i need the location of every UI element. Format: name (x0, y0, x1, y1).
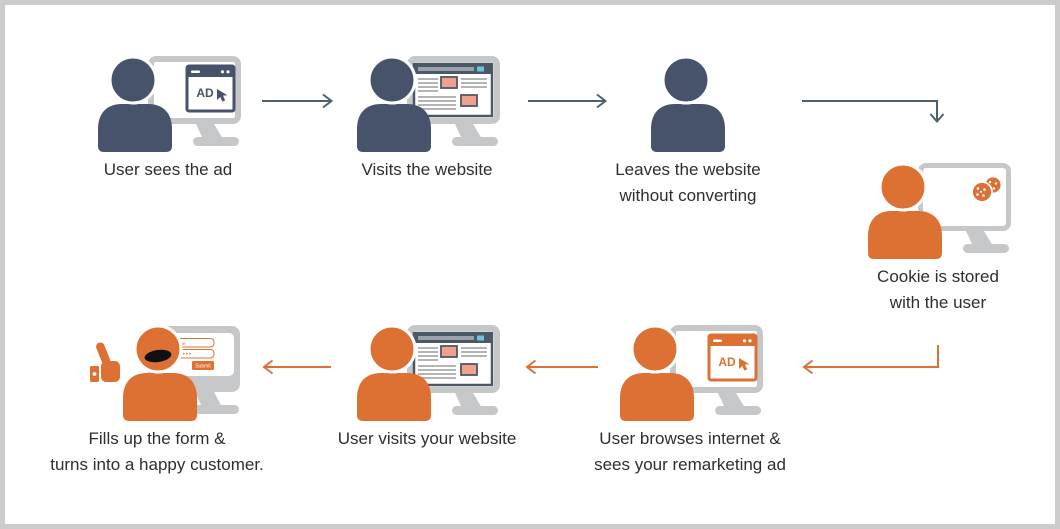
smile-mouth (144, 349, 171, 363)
cookies-icon (971, 175, 1003, 203)
form-submit-button-text: Submit (195, 363, 211, 369)
flow-arrow-left-1 (525, 359, 598, 375)
step-label: User browses internet & sees your remark… (594, 429, 786, 474)
step-visits-website: Visits the website (292, 53, 562, 183)
user-with-website-monitor-icon (357, 55, 500, 152)
flow-arrow-left-2 (262, 359, 331, 375)
step-label: Visits the website (361, 160, 493, 179)
user-icon (620, 324, 694, 421)
step-happy-customer: Name •••••• Submit Fills up the form & t… (22, 322, 292, 478)
user-icon (357, 55, 431, 152)
webpage-icon (412, 331, 494, 387)
happy-user-icon (122, 324, 197, 421)
cursor-icon (217, 89, 228, 102)
step-label: Leaves the website without converting (615, 160, 761, 205)
ad-window-icon: AD (185, 64, 236, 113)
step-visits-your-website: User visits your website (292, 322, 562, 452)
step-cookie-stored: Cookie is stored with the user (803, 160, 1055, 316)
form-password-field-text: •••••• (173, 352, 192, 358)
step-leaves-website: Leaves the website without converting (553, 53, 823, 209)
flow-arrow-elbow-down (802, 100, 945, 124)
step-sees-remarketing-ad: AD User browses internet & sees your rem… (555, 322, 825, 478)
thumbs-up-icon (89, 342, 120, 382)
ad-window-icon: AD (707, 333, 758, 382)
user-icon (868, 162, 942, 259)
user-with-website-monitor-icon (357, 324, 500, 421)
user-with-ad-monitor-icon: AD (98, 55, 241, 152)
step-label: Cookie is stored with the user (877, 267, 999, 312)
user-icon (651, 55, 725, 152)
webpage-icon (412, 62, 494, 118)
step-label: User visits your website (337, 429, 517, 448)
user-icon (651, 55, 725, 152)
user-icon (98, 55, 172, 152)
ad-text: AD (196, 86, 214, 100)
user-with-cookie-monitor-icon (868, 162, 1011, 259)
flow-arrow-right-1 (262, 93, 334, 109)
flow-arrow-elbow-left (802, 345, 939, 375)
happy-user-with-form-monitor-icon: Name •••••• Submit (89, 324, 240, 421)
step-label: Fills up the form & turns into a happy c… (50, 429, 264, 474)
ad-text: AD (718, 355, 736, 369)
cursor-icon (739, 358, 750, 371)
flow-arrow-right-2 (528, 93, 608, 109)
step-label: User sees the ad (103, 160, 233, 179)
user-icon (357, 324, 431, 421)
user-with-ad-monitor-icon: AD (620, 324, 763, 421)
step-user-sees-ad: AD User sees the ad (33, 53, 303, 183)
